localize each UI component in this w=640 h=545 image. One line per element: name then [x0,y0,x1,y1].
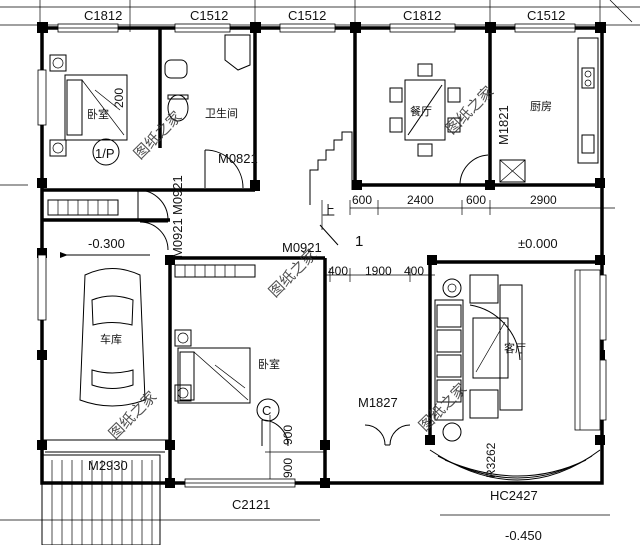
level-label-garage: -0.300 [88,236,125,251]
doors [137,149,489,447]
door-label-hall-vertical-2: M0921 [170,218,185,258]
level-label-outside: -0.450 [505,528,542,543]
dimension-2400: 2400 [407,193,434,207]
level-label-main: ±0.000 [518,236,558,251]
door-label-hall-vertical: M0921 [170,175,185,215]
dimension-600b: 600 [466,193,486,207]
garage-steps [41,451,165,545]
dimension-200: 200 [112,88,126,108]
door-label-hall-horizontal: M0921 [282,240,322,255]
room-label-kitchen: 厨房 [530,100,552,113]
axis-markers [92,138,339,422]
dimension-400b: 400 [404,264,424,278]
columns [37,22,606,488]
dimension-400a: 400 [328,264,348,278]
kitchen-counter [499,37,599,183]
dimension-r3262: R3262 [484,442,498,478]
bath-fixtures [164,34,251,122]
stair-up-label: 上 [322,203,335,218]
dimension-900b: 900 [281,458,295,478]
window-label-top-1: C1812 [84,8,122,23]
axis-label-1: 1 [355,233,363,250]
dining-set [389,63,461,157]
sofa-set [434,274,523,442]
bed-top [49,54,128,157]
bed-bottom [47,199,256,404]
door-label-entry: M1827 [358,395,398,410]
bay-window [429,449,601,481]
window-label-bottom: C2121 [232,497,270,512]
door-label-kitchen-side: M1821 [496,105,511,145]
dimension-ticks [329,200,491,282]
dimension-1900: 1900 [365,264,392,278]
stairs [309,131,353,230]
window-marks [37,23,607,488]
window-label-garage-door: M2930 [88,458,128,473]
window-label-top-5: C1512 [527,8,565,23]
dimension-600a: 600 [352,193,372,207]
window-label-top-2: C1512 [190,8,228,23]
room-label-bedroom-bottom: 卧室 [258,357,280,371]
car [60,252,150,407]
axis-label-1p: 1/P [95,146,115,161]
room-label-bedroom-top: 卧室 [87,107,109,121]
room-label-garage: 车库 [100,332,122,346]
dimension-900a: 900 [281,425,295,445]
window-label-bay: HC2427 [490,488,538,503]
dimension-2900: 2900 [530,193,557,207]
watermark-1: 图纸之家 [131,108,185,162]
watermark-4: 图纸之家 [106,388,160,442]
window-label-top-4: C1812 [403,8,441,23]
room-label-bathroom: 卫生间 [205,106,238,120]
room-label-dining: 餐厅 [410,104,432,118]
axis-label-c: C [262,403,271,418]
window-label-top-3: C1512 [288,8,326,23]
watermark-5: 图纸之家 [416,380,470,434]
room-label-living: 客厅 [504,341,526,355]
door-label-bath: M0821 [218,151,258,166]
